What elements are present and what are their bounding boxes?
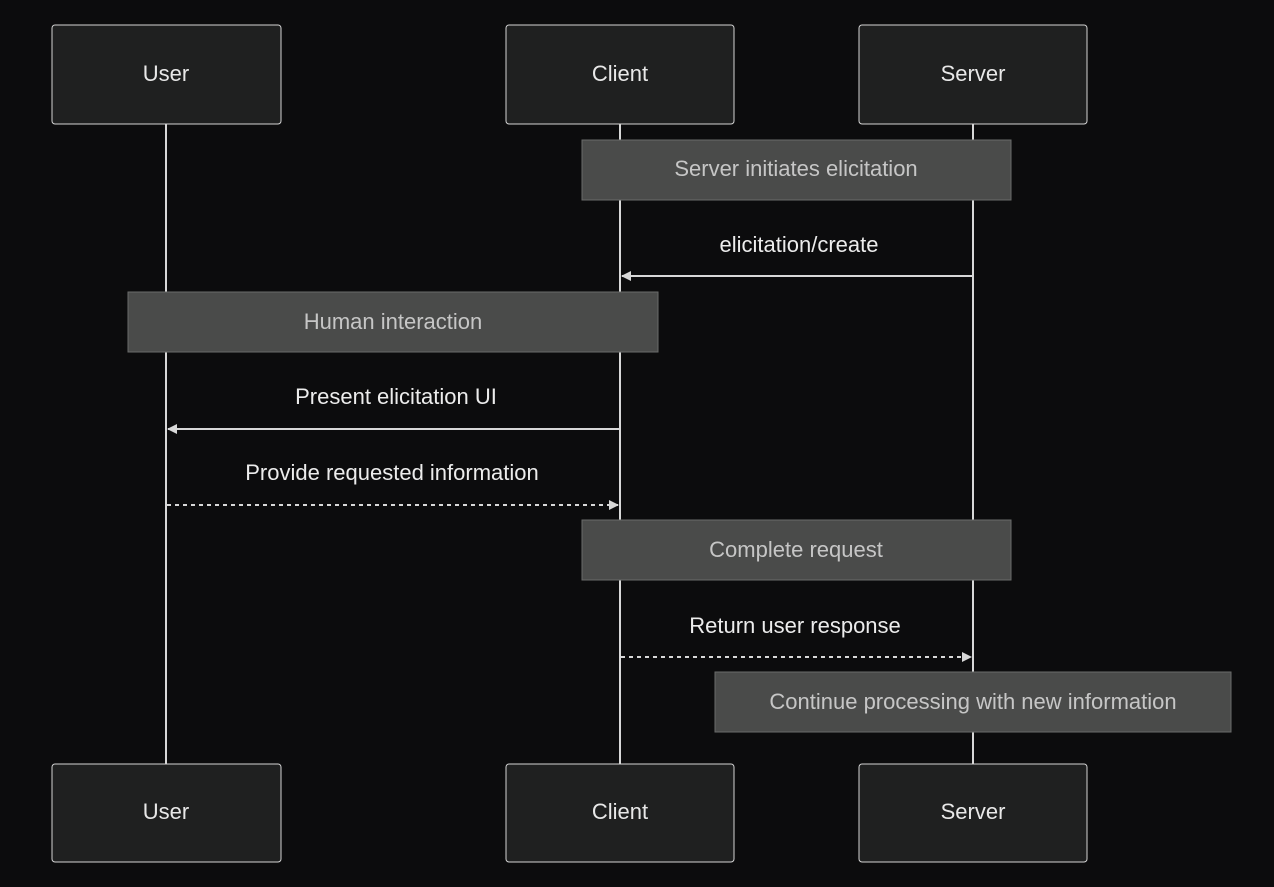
actor-box [51, 763, 282, 863]
actor-label-user: User [143, 61, 189, 86]
actor-box [858, 763, 1088, 863]
message-return-response: Return user response [621, 613, 972, 662]
message-present-ui: Present elicitation UI [167, 384, 619, 434]
message-provide-info: Provide requested information [167, 460, 619, 510]
actor-client-top: Client [505, 24, 735, 125]
message-label: Provide requested information [245, 460, 539, 485]
actor-box [505, 24, 735, 125]
note-complete-request: Complete request [581, 519, 1012, 581]
note-box [581, 139, 1012, 201]
actor-label-server: Server [941, 799, 1006, 824]
actor-label-client: Client [592, 799, 648, 824]
note-human-interaction: Human interaction [127, 291, 659, 353]
message-label: Return user response [689, 613, 901, 638]
actor-box [51, 24, 282, 125]
note-continue-processing: Continue processing with new information [714, 671, 1232, 733]
actor-server-bottom: Server [858, 763, 1088, 863]
actor-label-server: Server [941, 61, 1006, 86]
actor-client-bottom: Client [505, 763, 735, 863]
note-label: Human interaction [304, 309, 483, 334]
note-label: Server initiates elicitation [674, 156, 917, 181]
note-box [581, 519, 1012, 581]
actor-label-user: User [143, 799, 189, 824]
note-server-initiates: Server initiates elicitation [581, 139, 1012, 201]
actor-server-top: Server [858, 24, 1088, 125]
note-box [714, 671, 1232, 733]
note-box [127, 291, 659, 353]
actor-user-top: User [51, 24, 282, 125]
actor-label-client: Client [592, 61, 648, 86]
message-label: Present elicitation UI [295, 384, 497, 409]
actor-user-bottom: User [51, 763, 282, 863]
actor-box [505, 763, 735, 863]
actor-box [858, 24, 1088, 125]
note-label: Continue processing with new information [769, 689, 1176, 714]
message-elicitation-create: elicitation/create [621, 232, 972, 281]
note-label: Complete request [709, 537, 883, 562]
message-label: elicitation/create [720, 232, 879, 257]
